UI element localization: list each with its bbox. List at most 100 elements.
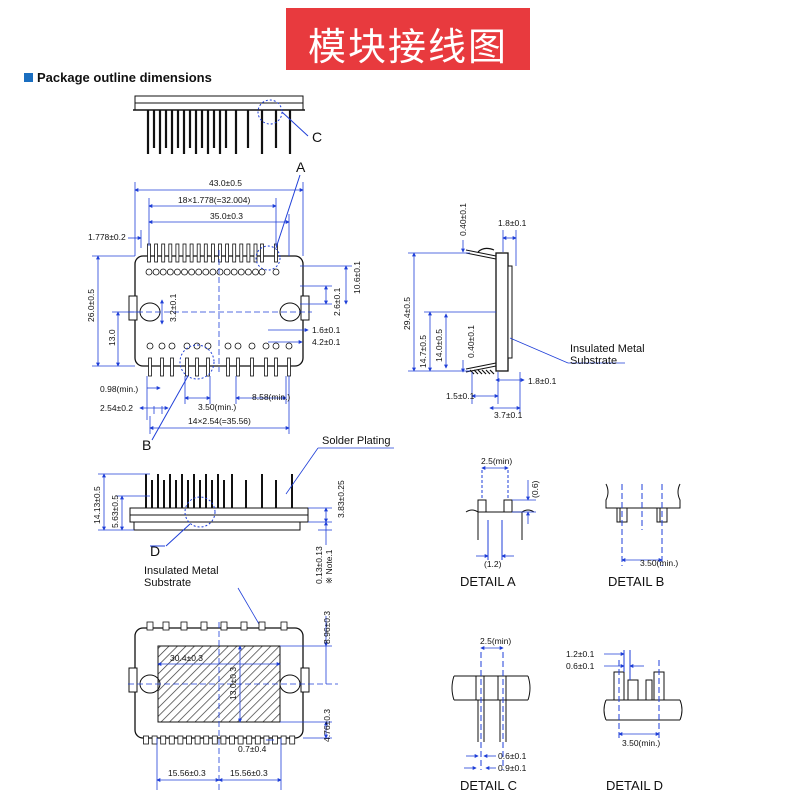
- dim-bottom-1556a: 15.56±0.3: [168, 768, 206, 778]
- edge-tab: [220, 621, 228, 631]
- pin-pad: [244, 268, 252, 276]
- lead-hatch: [473, 369, 479, 375]
- power-pin: [264, 357, 268, 377]
- lead-hatch: [489, 369, 495, 375]
- dim-858: 8.58(min.): [252, 392, 290, 402]
- side-view: [465, 247, 513, 375]
- detail-c: [451, 652, 531, 770]
- power-pin: [148, 357, 152, 377]
- edge-tab: [146, 621, 154, 631]
- pin-pad: [152, 268, 160, 276]
- edge-tab: [211, 735, 218, 745]
- dim-detail-c-06: 0.6±0.1: [498, 751, 527, 761]
- callout-c: C: [312, 129, 322, 145]
- signal-pin: [253, 243, 258, 263]
- dim-pitch-18: 18×1.778(=32.004): [178, 195, 250, 205]
- detail-b-title: DETAIL B: [608, 574, 664, 589]
- power-pin: [236, 357, 240, 377]
- power-pin: [226, 357, 230, 377]
- edge-tab: [220, 735, 227, 745]
- callout-a: A: [296, 159, 306, 175]
- dim-detail-d-12: 1.2±0.1: [566, 649, 595, 659]
- top-view-dimension-texts: 43.0±0.5 18×1.778(=32.004) 35.0±0.3 1.77…: [86, 178, 362, 426]
- edge-tab: [177, 735, 184, 745]
- signal-pin: [168, 243, 173, 263]
- pin-pad: [272, 342, 280, 350]
- signal-pin: [196, 243, 201, 263]
- top-view-dimension-lines: [92, 182, 352, 434]
- pin-pad: [224, 342, 232, 350]
- dim-bottom-476: 4.76±0.3: [322, 709, 332, 742]
- edge-tab: [289, 735, 296, 745]
- power-pin: [287, 357, 291, 377]
- dim-front-1413: 14.13±0.5: [92, 486, 102, 524]
- pin-pad: [216, 268, 224, 276]
- pin-pad: [168, 342, 176, 350]
- dim-42: 4.2±0.1: [312, 337, 341, 347]
- lead-bend: [477, 247, 495, 253]
- bottom-view-dimension-lines: [156, 616, 332, 790]
- edge-tab: [186, 735, 192, 745]
- edge-tab: [280, 621, 288, 631]
- signal-pin: [189, 243, 194, 263]
- side-view-dimension-lines: [408, 230, 625, 414]
- dim-16: 1.6±0.1: [312, 325, 341, 335]
- bottom-view: [128, 621, 338, 790]
- page-title: 模块接线图: [307, 25, 508, 69]
- pin-pad: [193, 342, 201, 350]
- power-pin: [250, 357, 254, 377]
- signal-pin: [246, 243, 251, 263]
- edge-tab: [258, 621, 266, 631]
- section-bullet-icon: [24, 73, 33, 82]
- dim-side-147: 14.7±0.5: [418, 335, 428, 368]
- pin-pad: [173, 268, 181, 276]
- dim-detail-b-350: 3.50(min.): [640, 558, 678, 568]
- power-pin: [195, 357, 199, 377]
- edge-tab: [237, 735, 244, 745]
- dim-bottom-1556b: 15.56±0.3: [230, 768, 268, 778]
- label-solder-plating: Solder Plating: [322, 435, 391, 447]
- signal-pin: [182, 243, 187, 263]
- edge-tab: [280, 735, 287, 745]
- pin-pad: [262, 342, 270, 350]
- dim-bottom-07: 0.7±0.4: [238, 744, 267, 754]
- label-substrate-front-2: Substrate: [144, 577, 191, 589]
- signal-pin: [203, 243, 208, 263]
- dim-side-37: 3.7±0.1: [494, 410, 523, 420]
- detail-d: [603, 650, 683, 740]
- dim-front-383: 3.83±0.25: [336, 480, 346, 518]
- pin-pad: [159, 268, 167, 276]
- edge-tab: [194, 735, 201, 745]
- dim-detail-a-12: (1.2): [484, 559, 502, 569]
- lead-hatch: [481, 369, 487, 375]
- power-pin: [260, 243, 264, 263]
- dim-detail-c-25: 2.5(min): [480, 636, 511, 646]
- dim-half-height: 13.0: [107, 329, 117, 346]
- pin-pad: [146, 342, 154, 350]
- edge-tab: [229, 735, 235, 745]
- dim-098: 0.98(min.): [100, 384, 138, 394]
- pin-pad: [188, 268, 196, 276]
- edge-tab: [180, 621, 188, 631]
- detail-d-title: DETAIL D: [606, 778, 663, 793]
- pin-pad: [223, 268, 231, 276]
- dim-front-563: 5.63±0.5: [110, 495, 120, 528]
- pin-pad: [258, 268, 266, 276]
- dim-detail-d-06: 0.6±0.1: [566, 661, 595, 671]
- pin-pad: [166, 268, 174, 276]
- pin-pad: [285, 342, 293, 350]
- dim-detail-c-09: 0.9±0.1: [498, 763, 527, 773]
- dim-height: 26.0±0.5: [86, 289, 96, 322]
- label-substrate-front-1: Insulated Metal: [144, 565, 219, 577]
- signal-pin: [239, 243, 244, 263]
- detail-a-dimension-lines: [476, 466, 536, 558]
- dim-detail-d-350: 3.50(min.): [622, 738, 660, 748]
- edge-tab: [160, 735, 167, 745]
- pin-pad: [252, 268, 259, 276]
- power-pin: [160, 357, 164, 377]
- top-view: [128, 174, 312, 441]
- signal-pin: [232, 243, 237, 263]
- detail-a-texts: 2.5(min) (0.6) (1.2) DETAIL A: [460, 456, 540, 589]
- dim-350: 3.50(min.): [198, 402, 236, 412]
- pin-pad: [195, 268, 203, 276]
